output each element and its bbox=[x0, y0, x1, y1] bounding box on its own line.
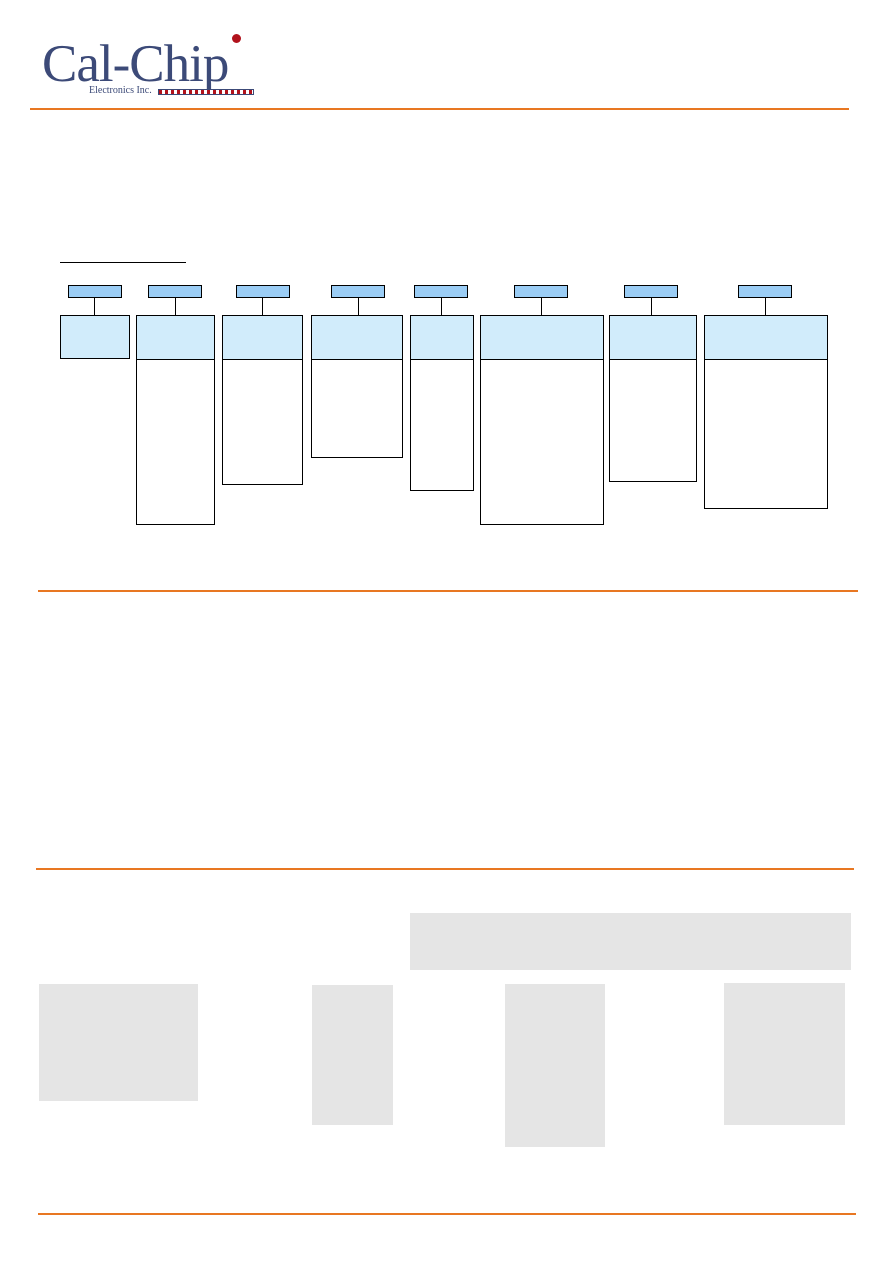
description-box-3 bbox=[222, 315, 303, 485]
code-box-1 bbox=[68, 285, 122, 298]
connector-2 bbox=[175, 298, 176, 315]
image-placeholder-2 bbox=[312, 985, 393, 1125]
connector-7 bbox=[651, 298, 652, 315]
code-box-8 bbox=[738, 285, 792, 298]
description-box-8 bbox=[704, 315, 828, 509]
description-box-6 bbox=[480, 315, 604, 525]
description-header-8 bbox=[705, 316, 827, 360]
connector-3 bbox=[262, 298, 263, 315]
logo-subtitle: Electronics Inc. bbox=[89, 85, 152, 96]
description-box-4 bbox=[311, 315, 403, 458]
diagram-title-underline bbox=[60, 262, 186, 263]
code-box-7 bbox=[624, 285, 678, 298]
code-box-5 bbox=[414, 285, 468, 298]
connector-6 bbox=[541, 298, 542, 315]
section-divider-2 bbox=[36, 868, 854, 870]
code-box-4 bbox=[331, 285, 385, 298]
connector-5 bbox=[441, 298, 442, 315]
description-header-3 bbox=[223, 316, 302, 360]
logo-wordmark: Cal-Chip bbox=[42, 35, 229, 93]
section-divider-1 bbox=[38, 590, 858, 592]
code-box-2 bbox=[148, 285, 202, 298]
image-placeholder-3 bbox=[505, 984, 605, 1147]
image-placeholder-1 bbox=[39, 984, 198, 1101]
footer-divider bbox=[38, 1213, 856, 1215]
banner-placeholder bbox=[410, 913, 851, 970]
description-header-2 bbox=[137, 316, 214, 360]
connector-1 bbox=[94, 298, 95, 315]
header-divider bbox=[30, 108, 849, 110]
description-header-7 bbox=[610, 316, 696, 360]
description-box-8-base bbox=[704, 508, 828, 509]
part-number-diagram bbox=[0, 0, 893, 540]
image-placeholder-4 bbox=[724, 983, 845, 1125]
connector-8 bbox=[765, 298, 766, 315]
description-box-5 bbox=[410, 315, 474, 491]
company-logo: Cal-Chip Electronics Inc. bbox=[42, 33, 262, 103]
description-header-1 bbox=[61, 316, 129, 358]
description-box-7 bbox=[609, 315, 697, 482]
code-box-3 bbox=[236, 285, 290, 298]
chip-strip-icon bbox=[158, 89, 254, 95]
description-box-2 bbox=[136, 315, 215, 525]
description-header-4 bbox=[312, 316, 402, 360]
logo-dot-icon bbox=[232, 34, 241, 43]
description-header-5 bbox=[411, 316, 473, 360]
description-header-6 bbox=[481, 316, 603, 360]
code-box-6 bbox=[514, 285, 568, 298]
connector-4 bbox=[358, 298, 359, 315]
description-box-1 bbox=[60, 315, 130, 359]
